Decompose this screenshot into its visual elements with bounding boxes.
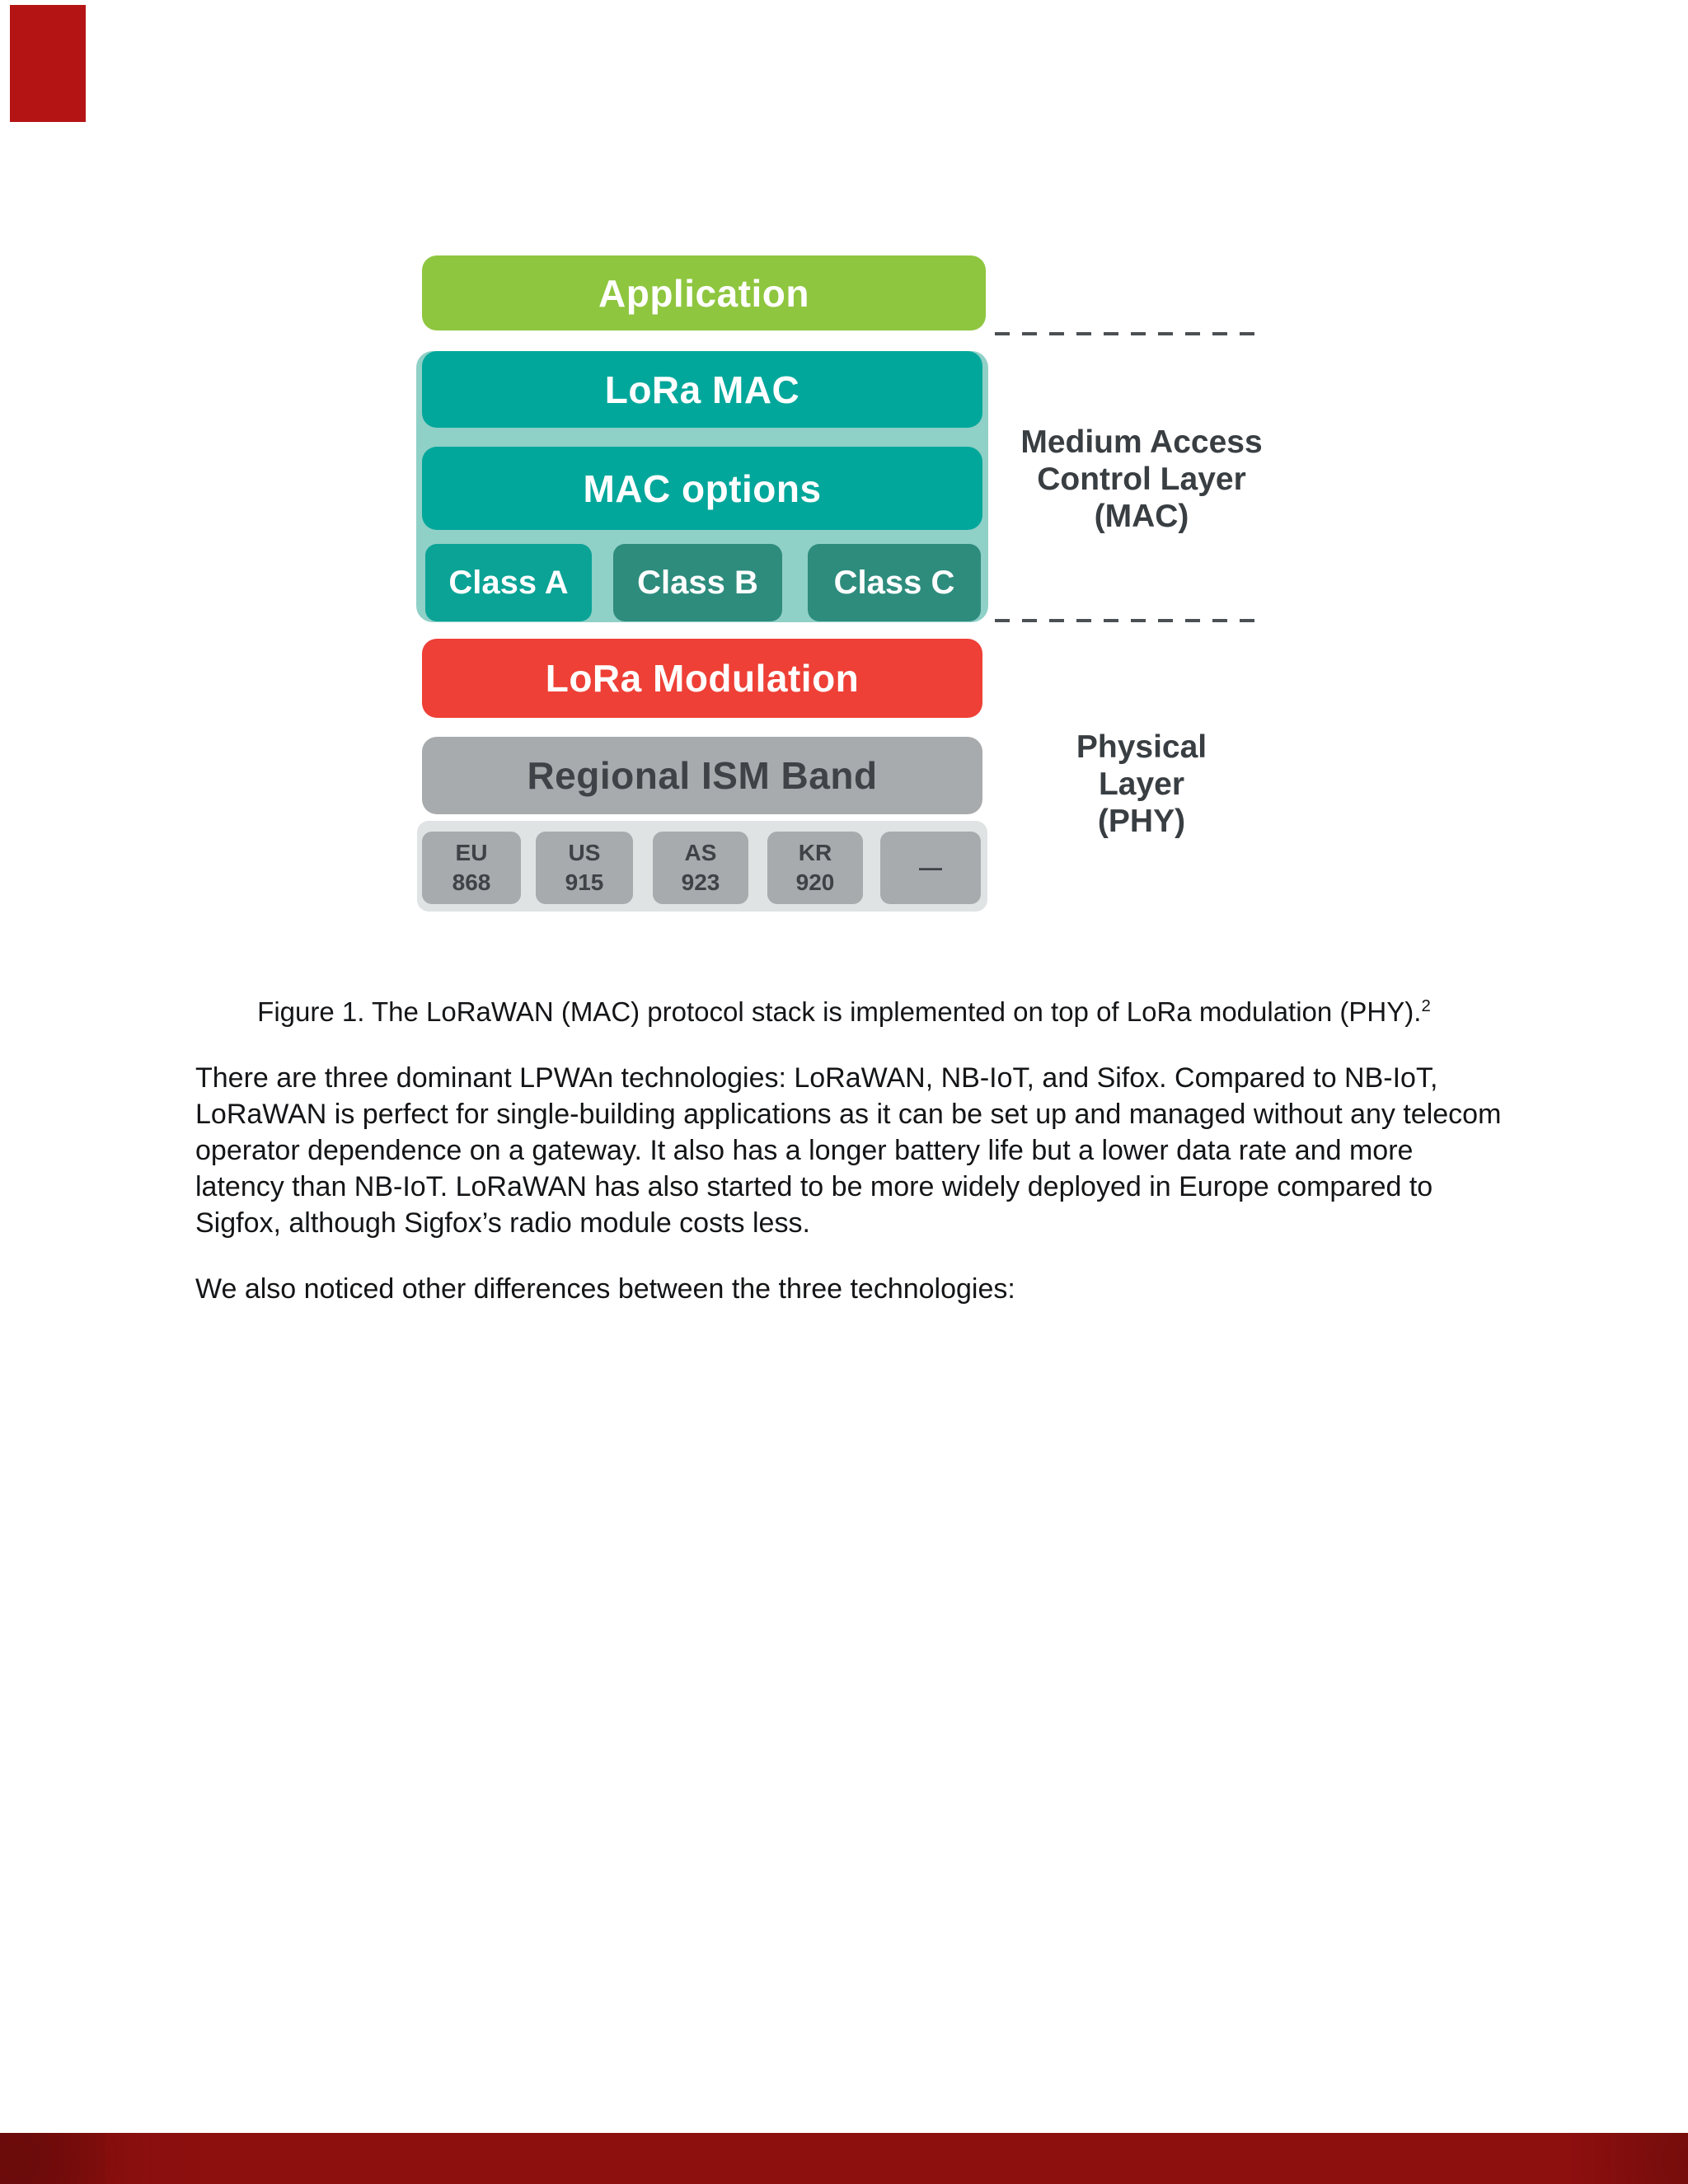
class-b-label: Class B — [637, 564, 758, 601]
figure-caption-text: Figure 1. The LoRaWAN (MAC) protocol sta… — [257, 996, 1422, 1027]
mac-layer-label: Medium Access Control Layer (MAC) — [1020, 424, 1263, 534]
footer-bar — [0, 2133, 1688, 2184]
mac-section-bottom-divider — [995, 619, 1267, 622]
body-paragraph-2: We also noticed other differences betwee… — [195, 1273, 1015, 1305]
figure-caption: Figure 1. The LoRaWAN (MAC) protocol sta… — [0, 994, 1688, 1030]
regional-ism-band-label: Regional ISM Band — [527, 754, 878, 797]
lora-modulation-label: LoRa Modulation — [545, 657, 860, 700]
application-layer-box: Application — [422, 255, 986, 330]
class-c-label: Class C — [833, 564, 955, 601]
mac-options-label: MAC options — [583, 466, 822, 510]
band-box-other: — — [880, 832, 981, 904]
class-b-box: Class B — [613, 544, 782, 621]
figure-caption-footnote: 2 — [1421, 996, 1431, 1015]
class-a-box: Class A — [425, 544, 592, 621]
band-box-kr-920: KR 920 — [767, 832, 863, 904]
class-a-label: Class A — [448, 564, 569, 601]
mac-section-top-divider — [995, 332, 1267, 335]
class-c-box: Class C — [808, 544, 981, 621]
lora-modulation-box: LoRa Modulation — [422, 639, 982, 718]
application-layer-label: Application — [598, 271, 809, 315]
band-box-as-923: AS 923 — [653, 832, 748, 904]
band-box-eu-868: EU 868 — [422, 832, 521, 904]
corner-red-mark — [10, 5, 86, 122]
band-box-us-915: US 915 — [536, 832, 633, 904]
mac-options-box: MAC options — [422, 447, 982, 530]
body-paragraph-1: There are three dominant LPWAn technolog… — [195, 1062, 1502, 1239]
regional-ism-band-box: Regional ISM Band — [422, 737, 982, 814]
phy-layer-label: Physical Layer (PHY) — [1076, 729, 1207, 839]
lora-mac-label: LoRa MAC — [604, 368, 800, 411]
lora-mac-box: LoRa MAC — [422, 351, 982, 428]
